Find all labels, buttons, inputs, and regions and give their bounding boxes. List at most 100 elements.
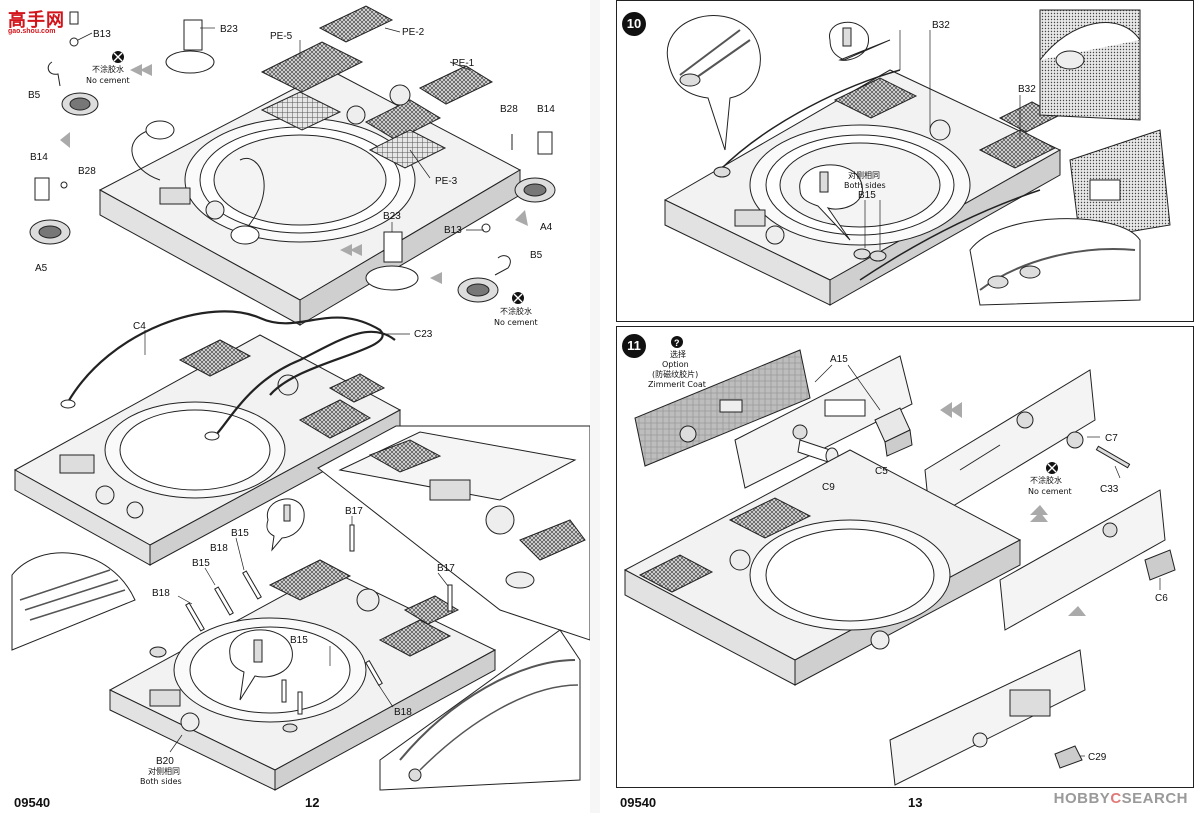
grille-pe3	[364, 99, 442, 141]
label-c5: C5	[875, 466, 888, 477]
hatch-b23-upper	[165, 19, 215, 74]
label-b20: B20	[156, 756, 174, 767]
label-b13: B13	[444, 225, 462, 236]
page-number: 13	[908, 795, 923, 810]
label-c6: C6	[1155, 593, 1168, 604]
label-c33: C33	[1100, 484, 1119, 495]
no-cement-icon	[512, 292, 524, 304]
part-c29	[1054, 745, 1083, 769]
assembly-arrows-top	[60, 64, 528, 284]
label-b5: B5	[28, 90, 41, 101]
detail-inset-bottom	[379, 629, 581, 791]
step-11-badge: 11	[622, 334, 646, 358]
step10-detail-topright	[1039, 9, 1141, 121]
no-cement-icon	[1046, 462, 1058, 474]
label-a5: A5	[35, 263, 48, 274]
site-logo-domain: gao.shou.com	[8, 28, 56, 35]
callout-b15-top	[266, 498, 305, 552]
instruction-page-13: 10 11	[600, 0, 1200, 813]
page-gutter	[590, 0, 600, 813]
assembly-arrows-right	[940, 402, 1086, 616]
detail-inset-right	[317, 425, 590, 641]
step11-rear-plate-mounted	[889, 649, 1086, 786]
no-cement-cn: 不涂胶水	[92, 64, 124, 74]
label-b18: B18	[152, 588, 170, 599]
both-sides-en: Both sides	[844, 181, 886, 190]
step10-callout-topleft	[666, 15, 761, 151]
detail-inset-left	[11, 552, 136, 651]
parts-b18-bars	[185, 524, 453, 715]
step10-detail-bottomright	[969, 218, 1141, 306]
no-cement-en: No cement	[86, 76, 130, 85]
watermark-brand-highlight: C	[1110, 790, 1122, 807]
no-cement-en: No cement	[494, 318, 538, 327]
label-b15: B15	[858, 190, 876, 201]
label-a15: A15	[830, 354, 848, 365]
instruction-page-12: 高手网 gao.shou.com	[0, 0, 590, 813]
grille-pe2	[318, 5, 394, 43]
leader-lines-bottom	[169, 516, 449, 753]
engine-deck-top	[98, 5, 522, 326]
no-cement-cn: 不涂胶水	[500, 306, 532, 316]
no-cement-icon	[112, 51, 124, 63]
grille-pe1	[418, 65, 494, 105]
hatch-a5-left	[29, 177, 71, 245]
assembly-diagram-left: B13 B23 PE-5 PE-2 PE-1 B5 B28 B14 B14 B2…	[11, 5, 590, 791]
part-c7	[1066, 431, 1084, 449]
engine-deck-middle	[13, 334, 402, 566]
no-cement-en: No cement	[1028, 487, 1072, 496]
svg-text:?: ?	[674, 338, 680, 348]
label-a4: A4	[540, 222, 553, 233]
hatch-a5-top	[47, 11, 99, 116]
leader-lines-top	[77, 27, 484, 232]
zimmerit-sheet	[634, 349, 811, 467]
step11-hull	[623, 449, 1022, 686]
hatch-bottom-center	[457, 223, 511, 303]
label-c7: C7	[1105, 433, 1118, 444]
kit-number: 09540	[14, 795, 51, 810]
label-b5: B5	[530, 250, 543, 261]
label-b32: B32	[932, 20, 950, 31]
step11-leader-lines	[814, 364, 1161, 757]
label-b32: B32	[1018, 84, 1036, 95]
page-number: 12	[305, 795, 320, 810]
both-sides-en: Both sides	[140, 777, 182, 786]
kit-number: 09540	[620, 795, 657, 810]
label-b15: B15	[192, 558, 210, 569]
hatch-a4-right	[511, 131, 556, 203]
label-c9: C9	[822, 482, 835, 493]
step10-leader-lines	[864, 30, 1021, 250]
callout-b15-middle	[229, 629, 293, 701]
leader-lines-middle	[144, 330, 410, 355]
label-c23: C23	[414, 329, 433, 340]
label-b13: B13	[93, 29, 111, 40]
step-11-frame	[616, 326, 1194, 788]
label-b14: B14	[537, 104, 555, 115]
hatch-b23-lower	[365, 231, 419, 291]
rear-plate-a15	[734, 355, 913, 489]
watermark-brand: HOBBY	[1053, 790, 1111, 807]
rear-plate-step11-right-lower	[999, 489, 1166, 631]
label-b28: B28	[500, 104, 518, 115]
label-b18: B18	[210, 543, 228, 554]
both-sides-cn: 对侧相同	[848, 170, 880, 180]
grille-pe5	[260, 41, 364, 93]
no-cement-cn: 不涂胶水	[1030, 475, 1062, 485]
label-pe2: PE-2	[402, 27, 425, 38]
label-c4: C4	[133, 321, 146, 332]
zimmerit-en: Zimmerit Coat	[648, 380, 706, 389]
site-logo: 高手网 gao.shou.com	[8, 6, 76, 40]
watermark-rest: SEARCH	[1121, 790, 1188, 807]
step10-detail-midright	[1069, 129, 1171, 241]
part-c5	[874, 407, 913, 457]
label-b15: B15	[290, 635, 308, 646]
label-b15: B15	[231, 528, 249, 539]
step-10-frame	[616, 0, 1194, 322]
label-b17: B17	[345, 506, 363, 517]
option-en: Option	[662, 360, 689, 369]
label-b14: B14	[30, 152, 48, 163]
step-10-badge: 10	[622, 12, 646, 36]
label-pe5: PE-5	[270, 31, 293, 42]
both-sides-cn: 对侧相同	[148, 766, 180, 776]
label-b28: B28	[78, 166, 96, 177]
